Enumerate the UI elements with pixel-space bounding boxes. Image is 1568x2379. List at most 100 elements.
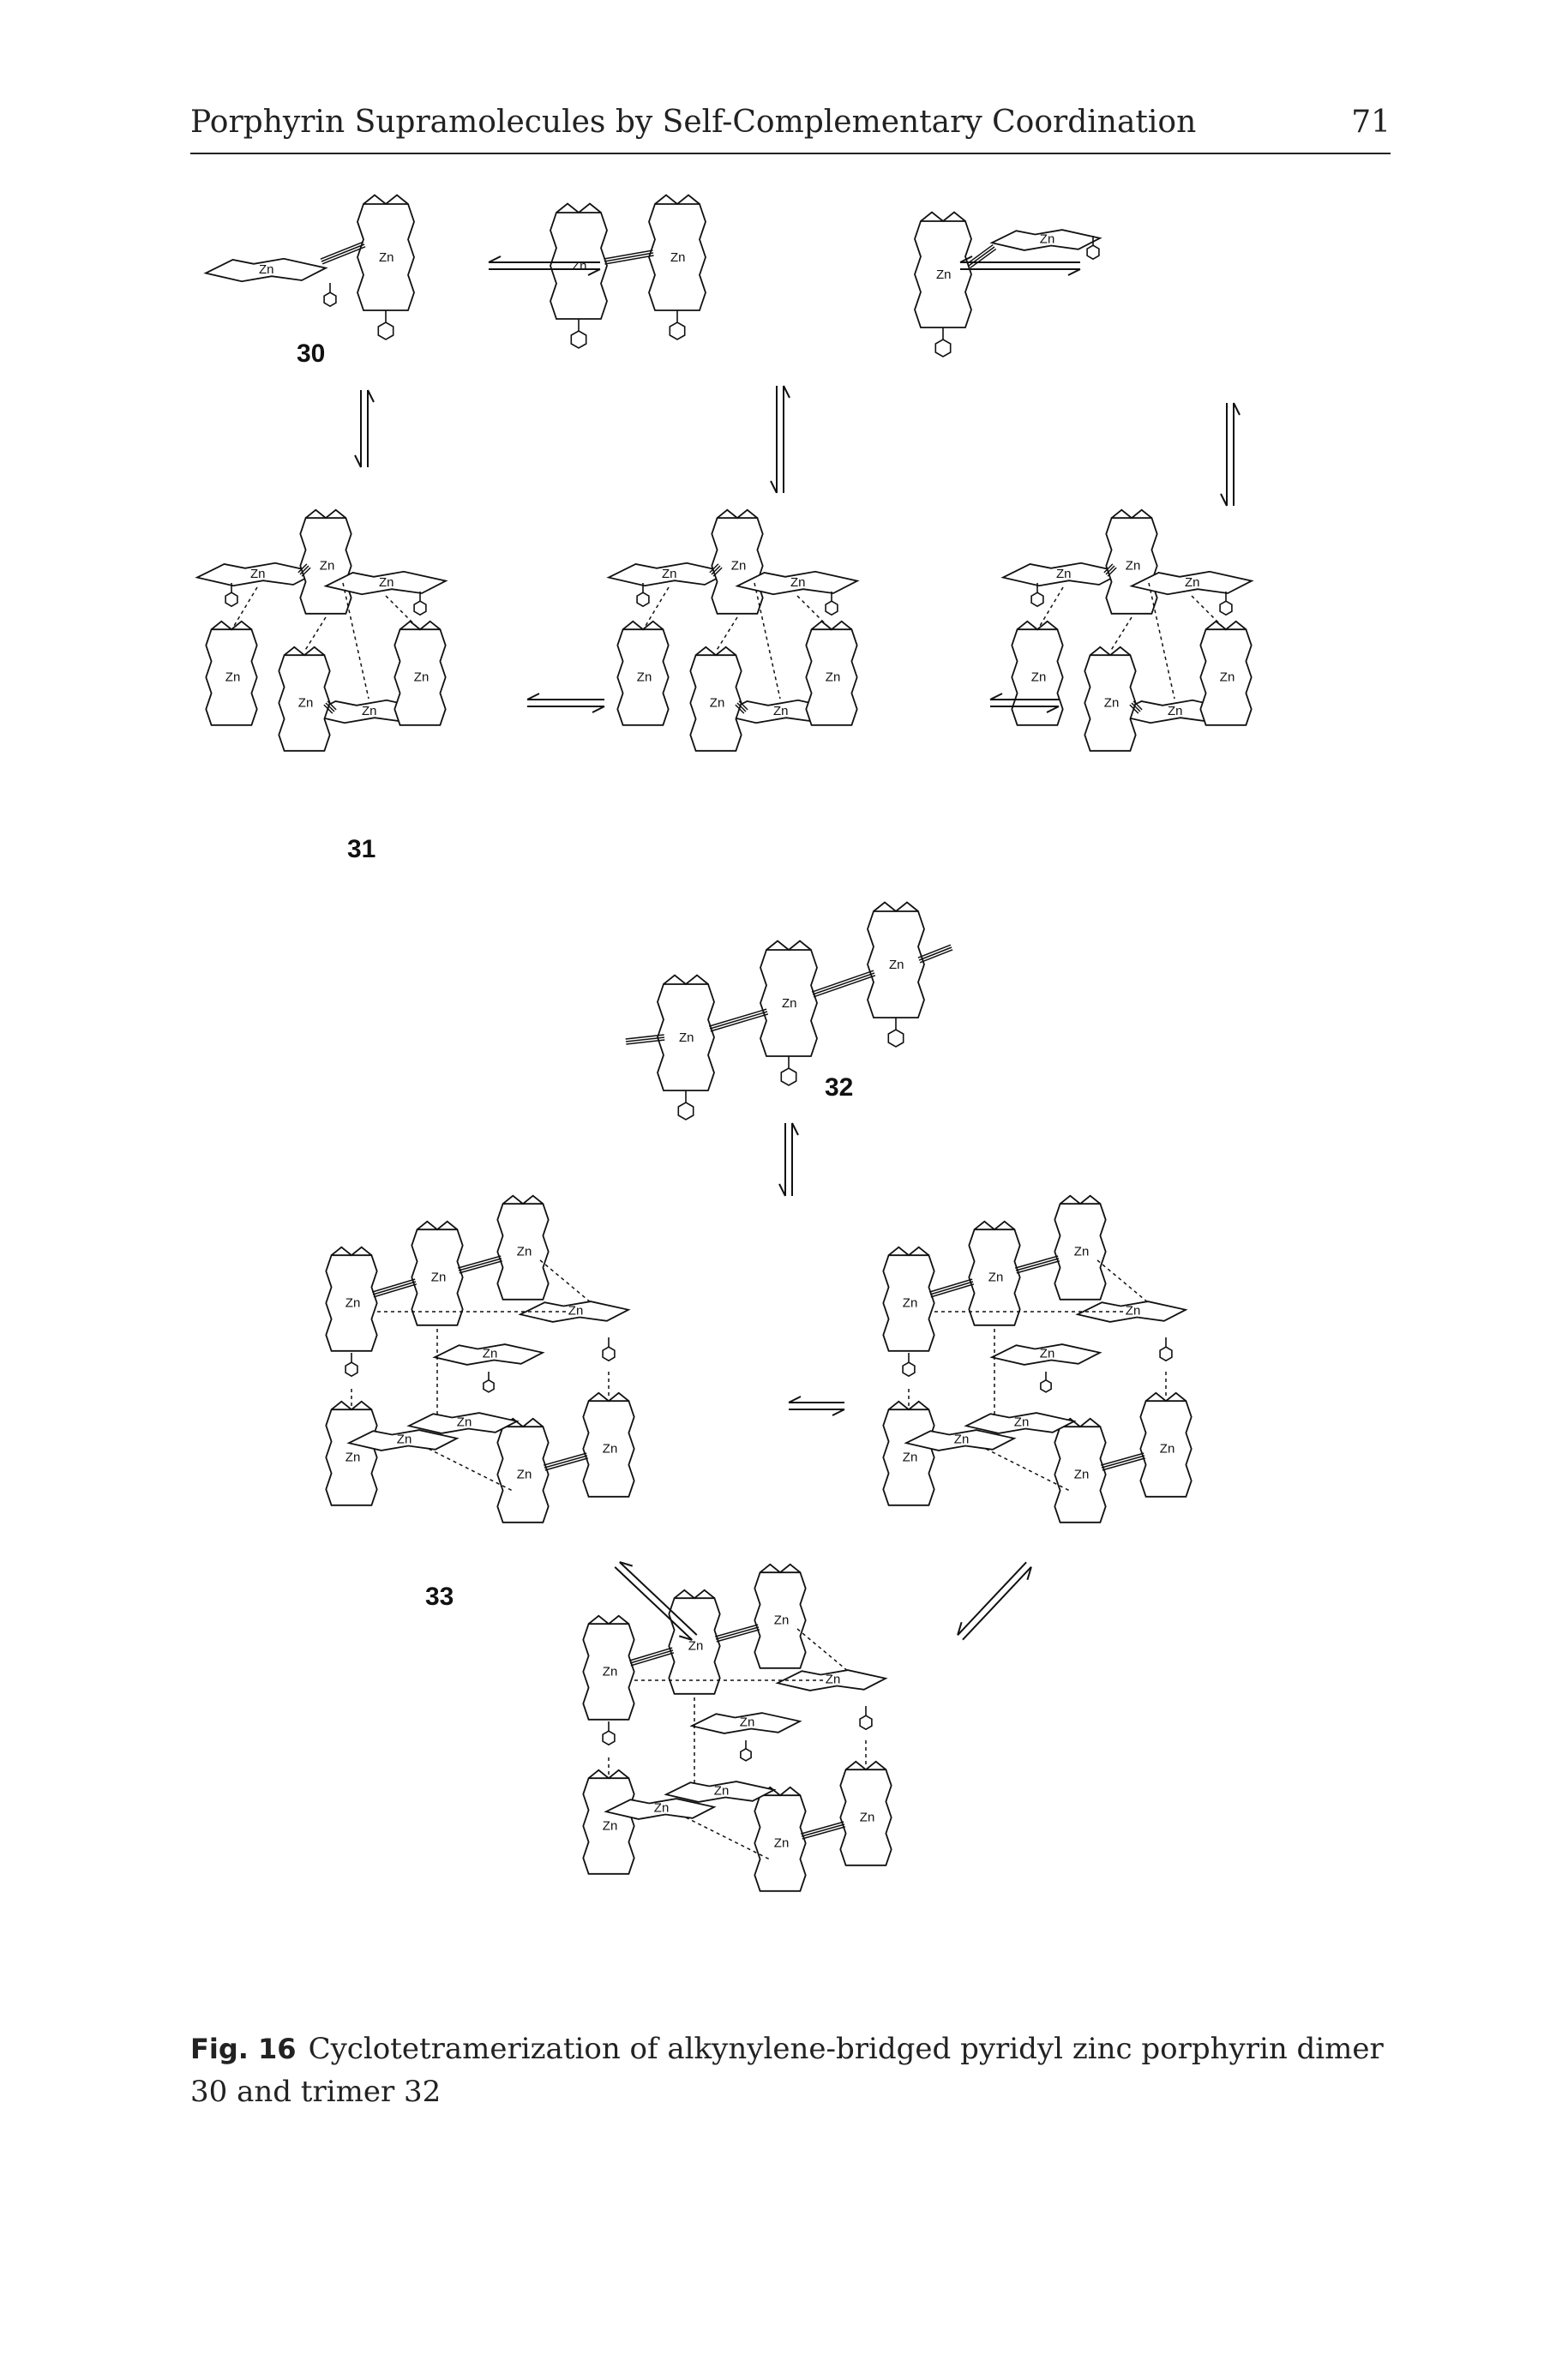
porphyrin-rim [211, 620, 252, 631]
alkyne-bond [1015, 1258, 1060, 1271]
zinc-label: Zn [603, 1442, 618, 1457]
forward-arrowhead [678, 1635, 693, 1641]
equilibrium-arrow-31-b-c [989, 693, 1060, 713]
alkyne-bond [736, 702, 747, 712]
equilibrium-arrow-31-a-b [526, 693, 605, 713]
porphyrin-upright [805, 628, 858, 726]
zinc-label: Zn [903, 1296, 918, 1311]
porphyrin-rim [873, 901, 919, 913]
alkyne-bond [801, 1823, 845, 1837]
porphyrin-rim [717, 508, 758, 520]
forward-arrow [614, 1566, 693, 1641]
alkyne-bond [800, 1821, 844, 1835]
porphyrin-rim [974, 1220, 1015, 1231]
zinc-label: Zn [345, 1451, 361, 1465]
zinc-label: Zn [603, 1819, 618, 1834]
zinc-label: Zn [320, 559, 335, 574]
porphyrin-upright [582, 1400, 635, 1498]
alkyne-bond [715, 1626, 760, 1640]
pyridyl-ring [1030, 592, 1044, 608]
porphyrin-flat [432, 1343, 545, 1366]
reverse-arrowhead [791, 1122, 799, 1136]
porphyrin-rim [766, 940, 812, 952]
reverse-arrow [619, 1561, 698, 1636]
zinc-label: Zn [431, 1271, 447, 1285]
zinc-label: Zn [826, 1673, 841, 1687]
porphyrin-rim [400, 620, 441, 631]
coordination-bond [796, 1628, 850, 1673]
pyridyl-ring [677, 1102, 694, 1120]
pyridyl-ring [902, 1361, 916, 1378]
alkyne-bond [714, 1624, 759, 1637]
zinc-label: Zn [362, 704, 377, 718]
reverse-arrowhead [783, 385, 790, 399]
porphyrin-flat [689, 1712, 802, 1734]
coordination-bond [428, 1448, 515, 1493]
porphyrin-upright [411, 1229, 464, 1326]
header-rule [190, 153, 1391, 154]
zinc-label: Zn [731, 559, 747, 574]
reverse-arrowhead [959, 255, 973, 263]
porphyrin-rim [888, 1400, 929, 1411]
coordination-bond [539, 1259, 592, 1304]
coordination-bond [754, 582, 781, 700]
reaction-scheme-svg: ZnZnZnZnZnZnZnZnZnZnZnZnZnZnZnZnZnZnZnZn… [195, 194, 1254, 1892]
alkyne-bond [373, 1283, 418, 1298]
forward-arrowhead [1220, 493, 1228, 507]
compound-label-31: 31 [347, 835, 375, 863]
zinc-label: Zn [517, 1245, 532, 1259]
alkyne-bond [323, 704, 333, 714]
zinc-label: Zn [1031, 670, 1047, 685]
zinc-label: Zn [1168, 704, 1183, 718]
alkyne-bond [625, 1036, 665, 1042]
zinc-label: Zn [714, 1784, 730, 1799]
alkyne-bond [711, 565, 721, 575]
coordination-bond [231, 586, 258, 631]
zinc-label: Zn [903, 1451, 918, 1465]
porphyrin-flat [203, 257, 328, 283]
alkyne-bond [1129, 704, 1139, 714]
reverse-arrowhead [989, 693, 1003, 700]
zinc-label: Zn [936, 267, 952, 282]
alkyne-bond [919, 949, 953, 964]
compound-label-33: 33 [425, 1583, 454, 1611]
pyridyl-ring [934, 339, 952, 357]
forward-arrowhead [770, 480, 778, 494]
molecule-drawings: ZnZnZnZnZnZnZnZnZnZnZnZnZnZnZnZnZnZnZnZn… [195, 194, 1254, 1892]
pyridyl-ring [859, 1715, 873, 1731]
alkyne-bond [604, 249, 653, 260]
pyridyl-ring [825, 600, 838, 616]
alkyne-bond [1014, 1255, 1059, 1269]
porphyrin-upright [394, 628, 447, 726]
alkyne-bond [372, 1281, 417, 1295]
porphyrin-rim [284, 646, 325, 657]
alkyne-bond [1101, 1455, 1145, 1469]
alkyne-bond [629, 1649, 674, 1664]
zinc-label: Zn [988, 1271, 1004, 1285]
porphyrin-flat [604, 1798, 717, 1820]
alkyne-bond [626, 1039, 665, 1045]
porphyrin-rim [417, 1220, 458, 1231]
pyridyl-ring [345, 1361, 358, 1378]
alkyne-bond [966, 243, 994, 265]
reverse-arrowhead [788, 1396, 802, 1403]
alkyne-bond [628, 1647, 673, 1661]
coordination-bond [685, 1817, 772, 1861]
zinc-label: Zn [225, 670, 241, 685]
alkyne-bond [1105, 565, 1115, 575]
alkyne-bond [1016, 1260, 1060, 1274]
alkyne-bond [457, 1255, 502, 1269]
zinc-label: Zn [345, 1296, 361, 1311]
equilibrium-arrow-32-33 [778, 1122, 799, 1197]
porphyrin-upright [882, 1254, 935, 1352]
running-title: Porphyrin Supramolecules by Self-Complem… [190, 105, 1197, 140]
equilibrium-arrow-33-a-b [788, 1396, 845, 1416]
porphyrin-upright [648, 203, 706, 311]
forward-arrow [957, 1561, 1027, 1636]
